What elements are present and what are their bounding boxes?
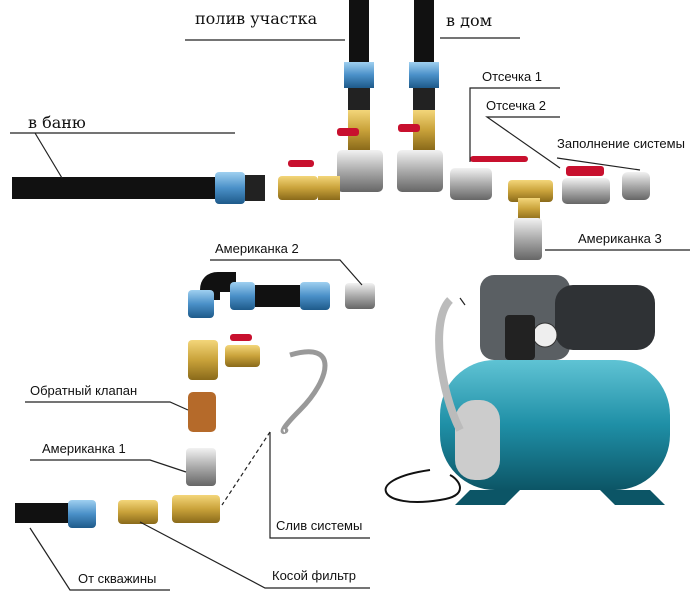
y-strainer	[118, 500, 158, 524]
garden-pipe	[337, 0, 383, 192]
label-from-well: От скважины	[78, 571, 156, 586]
valve-handle-icon	[337, 128, 359, 136]
label-garden-watering: полив участка	[195, 9, 318, 28]
tee-stem	[518, 198, 540, 220]
union-2-fitting	[345, 283, 375, 309]
tee-fitting-brass	[508, 180, 553, 202]
bathhouse-line	[12, 160, 340, 204]
tee-fitting	[337, 150, 383, 192]
label-system-drain: Слив системы	[276, 518, 362, 533]
flex-hose	[435, 297, 464, 432]
label-system-filling: Заполнение системы	[557, 136, 685, 151]
pressure-gauge-icon	[532, 322, 558, 348]
label-union-3: Американка 3	[578, 231, 662, 246]
label-union-1: Американка 1	[42, 441, 126, 456]
union-3-fitting	[514, 218, 542, 260]
house-pipe	[397, 0, 443, 192]
union-1-fitting	[186, 448, 216, 486]
label-to-house: в дом	[446, 11, 492, 30]
pump-station	[384, 275, 670, 505]
shutoff-2-valve	[562, 166, 610, 204]
power-cord	[384, 469, 461, 503]
label-shutoff-1: Отсечка 1	[482, 69, 542, 84]
pressure-switch	[505, 315, 535, 360]
drain-hose	[280, 349, 328, 435]
check-valve	[188, 392, 216, 432]
suction-line	[15, 272, 375, 528]
label-shutoff-2: Отсечка 2	[486, 98, 546, 113]
shutoff-1-valve	[450, 156, 528, 200]
label-check-valve: Обратный клапан	[30, 383, 137, 398]
label-to-bathhouse: в баню	[28, 113, 86, 132]
filling-elbow	[622, 172, 650, 200]
leader-lines	[10, 37, 690, 591]
label-y-strainer: Косой фильтр	[272, 568, 356, 583]
label-union-2: Американка 2	[215, 241, 299, 256]
pump-motor	[555, 285, 655, 350]
